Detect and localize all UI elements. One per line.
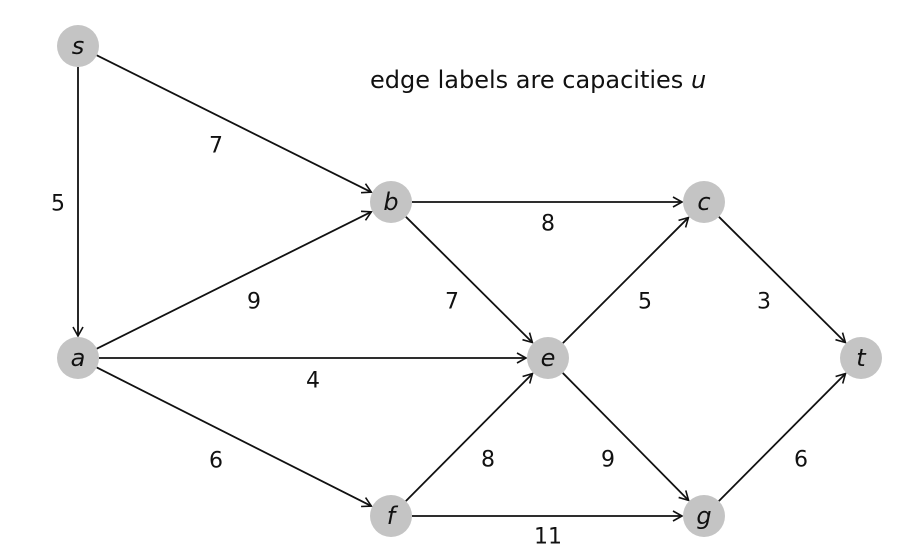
capacity-label-b-e: 7 — [445, 290, 459, 315]
node-label-b: b — [383, 188, 398, 216]
node-label-a: a — [71, 344, 86, 372]
capacity-label-s-a: 5 — [51, 192, 65, 217]
node-a: a — [57, 337, 99, 379]
capacity-label-a-f: 6 — [209, 449, 223, 474]
edge-e-c — [562, 216, 690, 344]
node-b: b — [370, 181, 412, 223]
edge-a-b — [96, 210, 373, 350]
node-t: t — [840, 337, 882, 379]
node-label-s: s — [72, 32, 85, 60]
capacity-label-e-g: 9 — [601, 448, 615, 473]
node-f: f — [370, 495, 412, 537]
node-circle-b — [370, 181, 412, 223]
node-label-t: t — [856, 344, 867, 372]
nodes-layer: s a b c e f g t — [57, 25, 882, 537]
node-e: e — [527, 337, 569, 379]
caption-variable: u — [690, 66, 707, 94]
edge-f-e — [405, 372, 534, 502]
node-label-g: g — [696, 502, 711, 530]
capacity-label-s-b: 7 — [209, 134, 223, 159]
node-g: g — [683, 495, 725, 537]
edge-a-f — [96, 366, 373, 508]
capacity-label-f-g: 11 — [534, 525, 562, 550]
node-c: c — [683, 181, 725, 223]
node-label-e: e — [541, 344, 556, 372]
edges-layer: 7 5 9 4 6 8 7 5 3 8 9 11 6 — [51, 54, 847, 550]
capacity-label-g-t: 6 — [794, 448, 808, 473]
edge-g-t — [718, 372, 847, 502]
node-circle-t — [840, 337, 882, 379]
graph-caption: edge labels are capacities u — [370, 66, 706, 94]
node-circle-a — [57, 337, 99, 379]
node-label-c: c — [697, 188, 710, 216]
edge-b-e — [405, 216, 534, 344]
edge-s-b — [96, 54, 373, 194]
node-s: s — [57, 25, 99, 67]
capacity-label-a-e: 4 — [306, 369, 320, 394]
node-circle-e — [527, 337, 569, 379]
node-circle-c — [683, 181, 725, 223]
capacity-label-f-e: 8 — [481, 448, 495, 473]
caption-text: edge labels are capacities — [370, 66, 684, 94]
edge-e-g — [562, 372, 690, 502]
node-circle-g — [683, 495, 725, 537]
node-circle-s — [57, 25, 99, 67]
capacity-label-e-c: 5 — [638, 290, 652, 315]
capacity-label-b-c: 8 — [541, 212, 555, 237]
capacity-label-c-t: 3 — [757, 290, 771, 315]
node-circle-f — [370, 495, 412, 537]
capacity-label-a-b: 9 — [247, 290, 261, 315]
edge-c-t — [718, 216, 847, 344]
